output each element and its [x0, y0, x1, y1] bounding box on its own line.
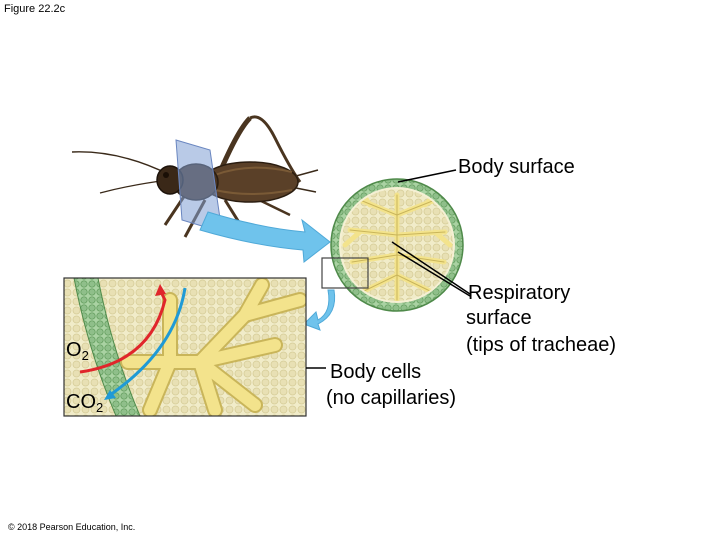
- co2-symbol: CO: [66, 391, 96, 413]
- body-cross-section: [330, 178, 464, 312]
- leader-lines: [306, 169, 471, 369]
- label-respiratory-surface-2: surface: [466, 307, 532, 329]
- inset-detail: [64, 278, 306, 416]
- label-respiratory-surface-3: (tips of tracheae): [466, 334, 617, 356]
- label-body-cells-1: Body cells: [330, 361, 422, 383]
- label-respiratory-surface-1: Respiratory: [468, 282, 571, 304]
- label-body-surface: Body surface: [458, 156, 575, 178]
- copyright-notice: © 2018 Pearson Education, Inc.: [8, 522, 136, 532]
- co2-subscript: 2: [96, 400, 104, 415]
- zoom-box: [321, 257, 369, 289]
- o2-label: O2: [66, 339, 89, 363]
- arrow-to-inset-icon: [303, 289, 336, 331]
- o2-symbol: O: [66, 339, 82, 361]
- o2-subscript: 2: [81, 348, 89, 363]
- inset-frame: [63, 277, 307, 417]
- co2-label: CO2: [66, 391, 104, 415]
- label-body-cells-2: (no capillaries): [326, 387, 457, 409]
- arrow-to-section-icon: [199, 211, 331, 263]
- figure-label: Figure 22.2c: [4, 3, 66, 15]
